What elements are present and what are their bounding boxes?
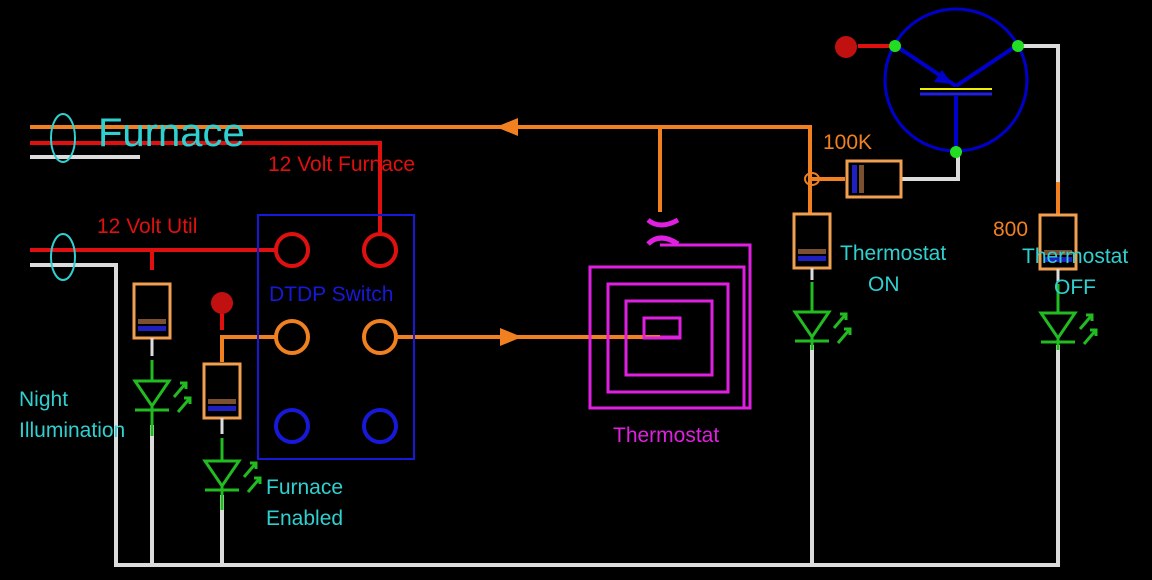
flow-arrow-right <box>500 328 522 346</box>
volt-furnace-label: 12 Volt Furnace <box>268 153 415 176</box>
night-illumination-label-line2: Illumination <box>19 419 125 442</box>
probe-terminal-icon <box>835 36 857 58</box>
resistor-800-label: 800 <box>993 218 1028 241</box>
white-ground-wires <box>30 44 1060 567</box>
resistor-led-links <box>150 268 1060 434</box>
thermostat-off-label-line1: Thermostat <box>1022 245 1128 268</box>
resistor-icon <box>792 212 832 270</box>
thermostat-on-label-line2: ON <box>868 273 900 296</box>
resistor-icon <box>845 159 903 199</box>
thermostat-on-label-line1: Thermostat <box>840 242 946 265</box>
probe-terminal-icon <box>211 292 233 314</box>
led-icon <box>202 438 262 510</box>
dtdp-switch-label: DTDP Switch <box>269 283 393 306</box>
wire-bundle-ring-icon <box>50 233 76 281</box>
furnace-title: Furnace <box>98 111 245 155</box>
resistor-icon <box>132 282 172 340</box>
flow-arrow-left <box>496 118 518 136</box>
furnace-enabled-label-line1: Furnace <box>266 476 343 499</box>
resistor-icon <box>202 362 242 420</box>
furnace-enabled-label-line2: Enabled <box>266 507 343 530</box>
led-icon <box>792 282 852 350</box>
transistor-icon <box>883 7 1029 158</box>
led-icon <box>1038 284 1098 350</box>
junction-dot <box>804 172 820 186</box>
thermostat-label: Thermostat <box>613 424 719 447</box>
resistor-100k-label: 100K <box>823 131 872 154</box>
led-icon <box>132 360 192 436</box>
dtdp-switch-icon <box>257 214 415 460</box>
thermostat-coil-icon <box>588 217 752 410</box>
thermostat-off-label-line2: OFF <box>1054 276 1096 299</box>
volt-util-label: 12 Volt Util <box>97 215 197 238</box>
night-illumination-label-line1: Night <box>19 388 68 411</box>
wire-bundle-ring-icon <box>50 113 76 163</box>
resistor-icon <box>1038 213 1078 271</box>
